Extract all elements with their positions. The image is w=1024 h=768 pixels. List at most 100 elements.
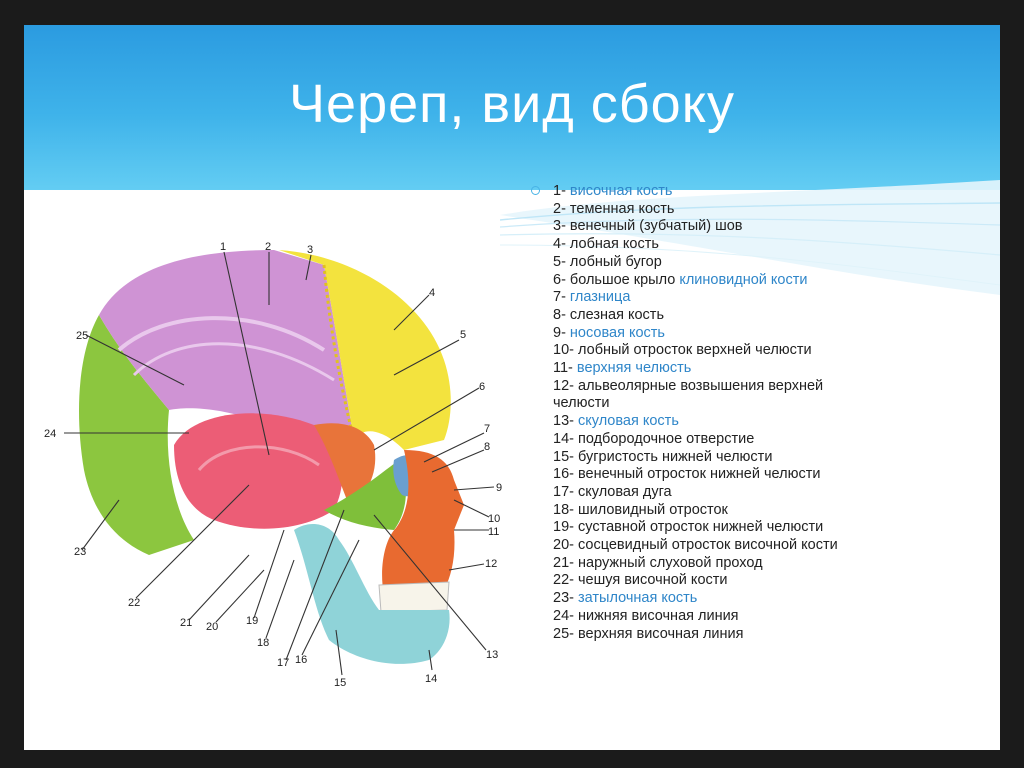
legend-item-text: челюсти (553, 395, 610, 412)
legend-item-text: подбородочное отверстие (578, 430, 755, 447)
legend-item-number: 9- (553, 324, 570, 341)
legend-item: 6- большое крыло клиновидной кости (553, 272, 983, 290)
figure-label-11: 11 (488, 526, 499, 538)
figure-label-25: 25 (76, 330, 88, 342)
legend-item: челюсти (553, 395, 983, 413)
legend-item-number: 14- (553, 430, 578, 447)
legend-item-number: 3- (553, 218, 570, 235)
figure-label-1: 1 (220, 241, 226, 253)
legend-item: 5- лобный бугор (553, 254, 983, 272)
figure-label-2: 2 (265, 241, 271, 253)
frontal-region (279, 250, 451, 450)
legend-item-number: 19- (553, 519, 578, 536)
legend-item: 23- затылочная кость (553, 590, 983, 608)
legend-item-number: 16- (553, 466, 578, 483)
legend-item-highlight: клиновидной кости (679, 271, 808, 288)
legend-item-number: 13- (553, 413, 578, 430)
legend-item-text: верхняя челюсть (576, 360, 692, 377)
legend-item-number: 11- (553, 360, 577, 377)
figure-label-23: 23 (74, 546, 86, 558)
legend-item-text: носовая кость (569, 324, 665, 341)
legend-item-text: чешуя височной кости (578, 572, 728, 589)
legend-item: 11- верхняя челюсть (553, 360, 983, 378)
legend-item-number: 7- (553, 289, 570, 306)
legend-item: 19- суставной отросток нижней челюсти (553, 519, 983, 537)
legend-item-number: 4- (553, 236, 570, 253)
figure-label-15: 15 (334, 677, 346, 689)
figure-label-12: 12 (485, 558, 497, 570)
title-banner (24, 25, 1000, 190)
occipital-region (79, 315, 194, 555)
legend-item-text: лобная кость (569, 236, 659, 253)
zygomatic-region (324, 460, 406, 530)
temporal-region (174, 413, 343, 529)
figure-label-22: 22 (128, 597, 140, 609)
legend-item-number: 1- (553, 183, 570, 199)
legend-item-number: 10- (553, 342, 578, 359)
figure-label-13: 13 (486, 649, 498, 661)
slide-title: Череп, вид сбоку (289, 74, 735, 134)
legend-item-text: альвеолярные возвышения верхней (578, 377, 824, 394)
legend-item-text: большое крыло (569, 271, 680, 288)
mandible-region (294, 524, 450, 664)
legend-item-text: глазница (569, 289, 631, 306)
legend-item: 1- височная кость (553, 183, 983, 201)
legend-item: 22- чешуя височной кости (553, 572, 983, 590)
sphenoid-region (314, 423, 376, 505)
legend-item-number: 5- (553, 253, 570, 270)
skull-illustration: 1 2 3 4 5 6 7 8 9 10 11 12 13 14 15 16 1… (44, 241, 502, 689)
figure-label-16: 16 (295, 654, 307, 666)
legend-item-text: лобный бугор (569, 253, 662, 270)
legend-item-text: скуловая дуга (578, 483, 672, 500)
legend-item-number: 25- (553, 625, 578, 642)
decorative-waves (500, 180, 1000, 295)
legend-item-text: суставной отросток нижней челюсти (578, 519, 824, 536)
bullet-icon (531, 186, 540, 195)
legend-item: 9- носовая кость (553, 325, 983, 343)
figure-label-8: 8 (484, 441, 490, 453)
legend-item-text: верхняя височная линия (578, 625, 744, 642)
figure-label-7: 7 (484, 423, 490, 435)
legend-item-text: шиловидный отросток (578, 501, 728, 518)
legend-item-number: 21- (553, 554, 578, 571)
legend-item: 10- лобный отросток верхней челюсти (553, 342, 983, 360)
legend-item-text: височная кость (569, 183, 673, 199)
figure-label-10: 10 (488, 513, 500, 525)
legend-item: 20- сосцевидный отросток височной кости (553, 537, 983, 555)
legend-item: 21- наружный слуховой проход (553, 555, 983, 573)
figure-label-19: 19 (246, 615, 258, 627)
figure-label-4: 4 (429, 287, 435, 299)
legend-item: 25- верхняя височная линия (553, 626, 983, 644)
figure-label-9: 9 (496, 482, 502, 494)
legend-item-text: венечный отросток нижней челюсти (578, 466, 821, 483)
legend-item-number: 20- (553, 537, 578, 554)
legend-item: 18- шиловидный отросток (553, 502, 983, 520)
legend-item-text: бугристость нижней челюсти (578, 448, 773, 465)
legend-item-text: лобный отросток верхней челюсти (578, 342, 812, 359)
figure-label-6: 6 (479, 381, 485, 393)
legend-item-text: скуловая кость (578, 413, 679, 430)
figure-label-20: 20 (206, 621, 218, 633)
legend-item-text: венечный (зубчатый) шов (569, 218, 743, 235)
legend-item: 15- бугристость нижней челюсти (553, 449, 983, 467)
figure-label-24: 24 (44, 428, 56, 440)
legend-item-text: слезная кость (569, 306, 664, 323)
teeth (378, 581, 450, 613)
legend-item-number: 15- (553, 448, 578, 465)
legend-item-text: теменная кость (569, 200, 675, 217)
figure-label-14: 14 (425, 673, 437, 685)
legend-item: 12- альвеолярные возвышения верхней (553, 378, 983, 396)
legend-item: 16- венечный отросток нижней челюсти (553, 466, 983, 484)
legend-item-number: 24- (553, 607, 578, 624)
legend-item: 3- венечный (зубчатый) шов (553, 218, 983, 236)
legend-item: 14- подбородочное отверстие (553, 431, 983, 449)
legend-item: 4- лобная кость (553, 236, 983, 254)
legend-item-number: 6- (553, 271, 570, 288)
legend-item-text: наружный слуховой проход (578, 554, 763, 571)
slide: Череп, вид сбоку (24, 25, 1000, 750)
figure-label-5: 5 (460, 329, 466, 341)
figure-label-21: 21 (180, 617, 192, 629)
legend-item-number: 23- (553, 590, 578, 607)
legend-item: 2- теменная кость (553, 201, 983, 219)
legend-item-number: 17- (553, 483, 578, 500)
